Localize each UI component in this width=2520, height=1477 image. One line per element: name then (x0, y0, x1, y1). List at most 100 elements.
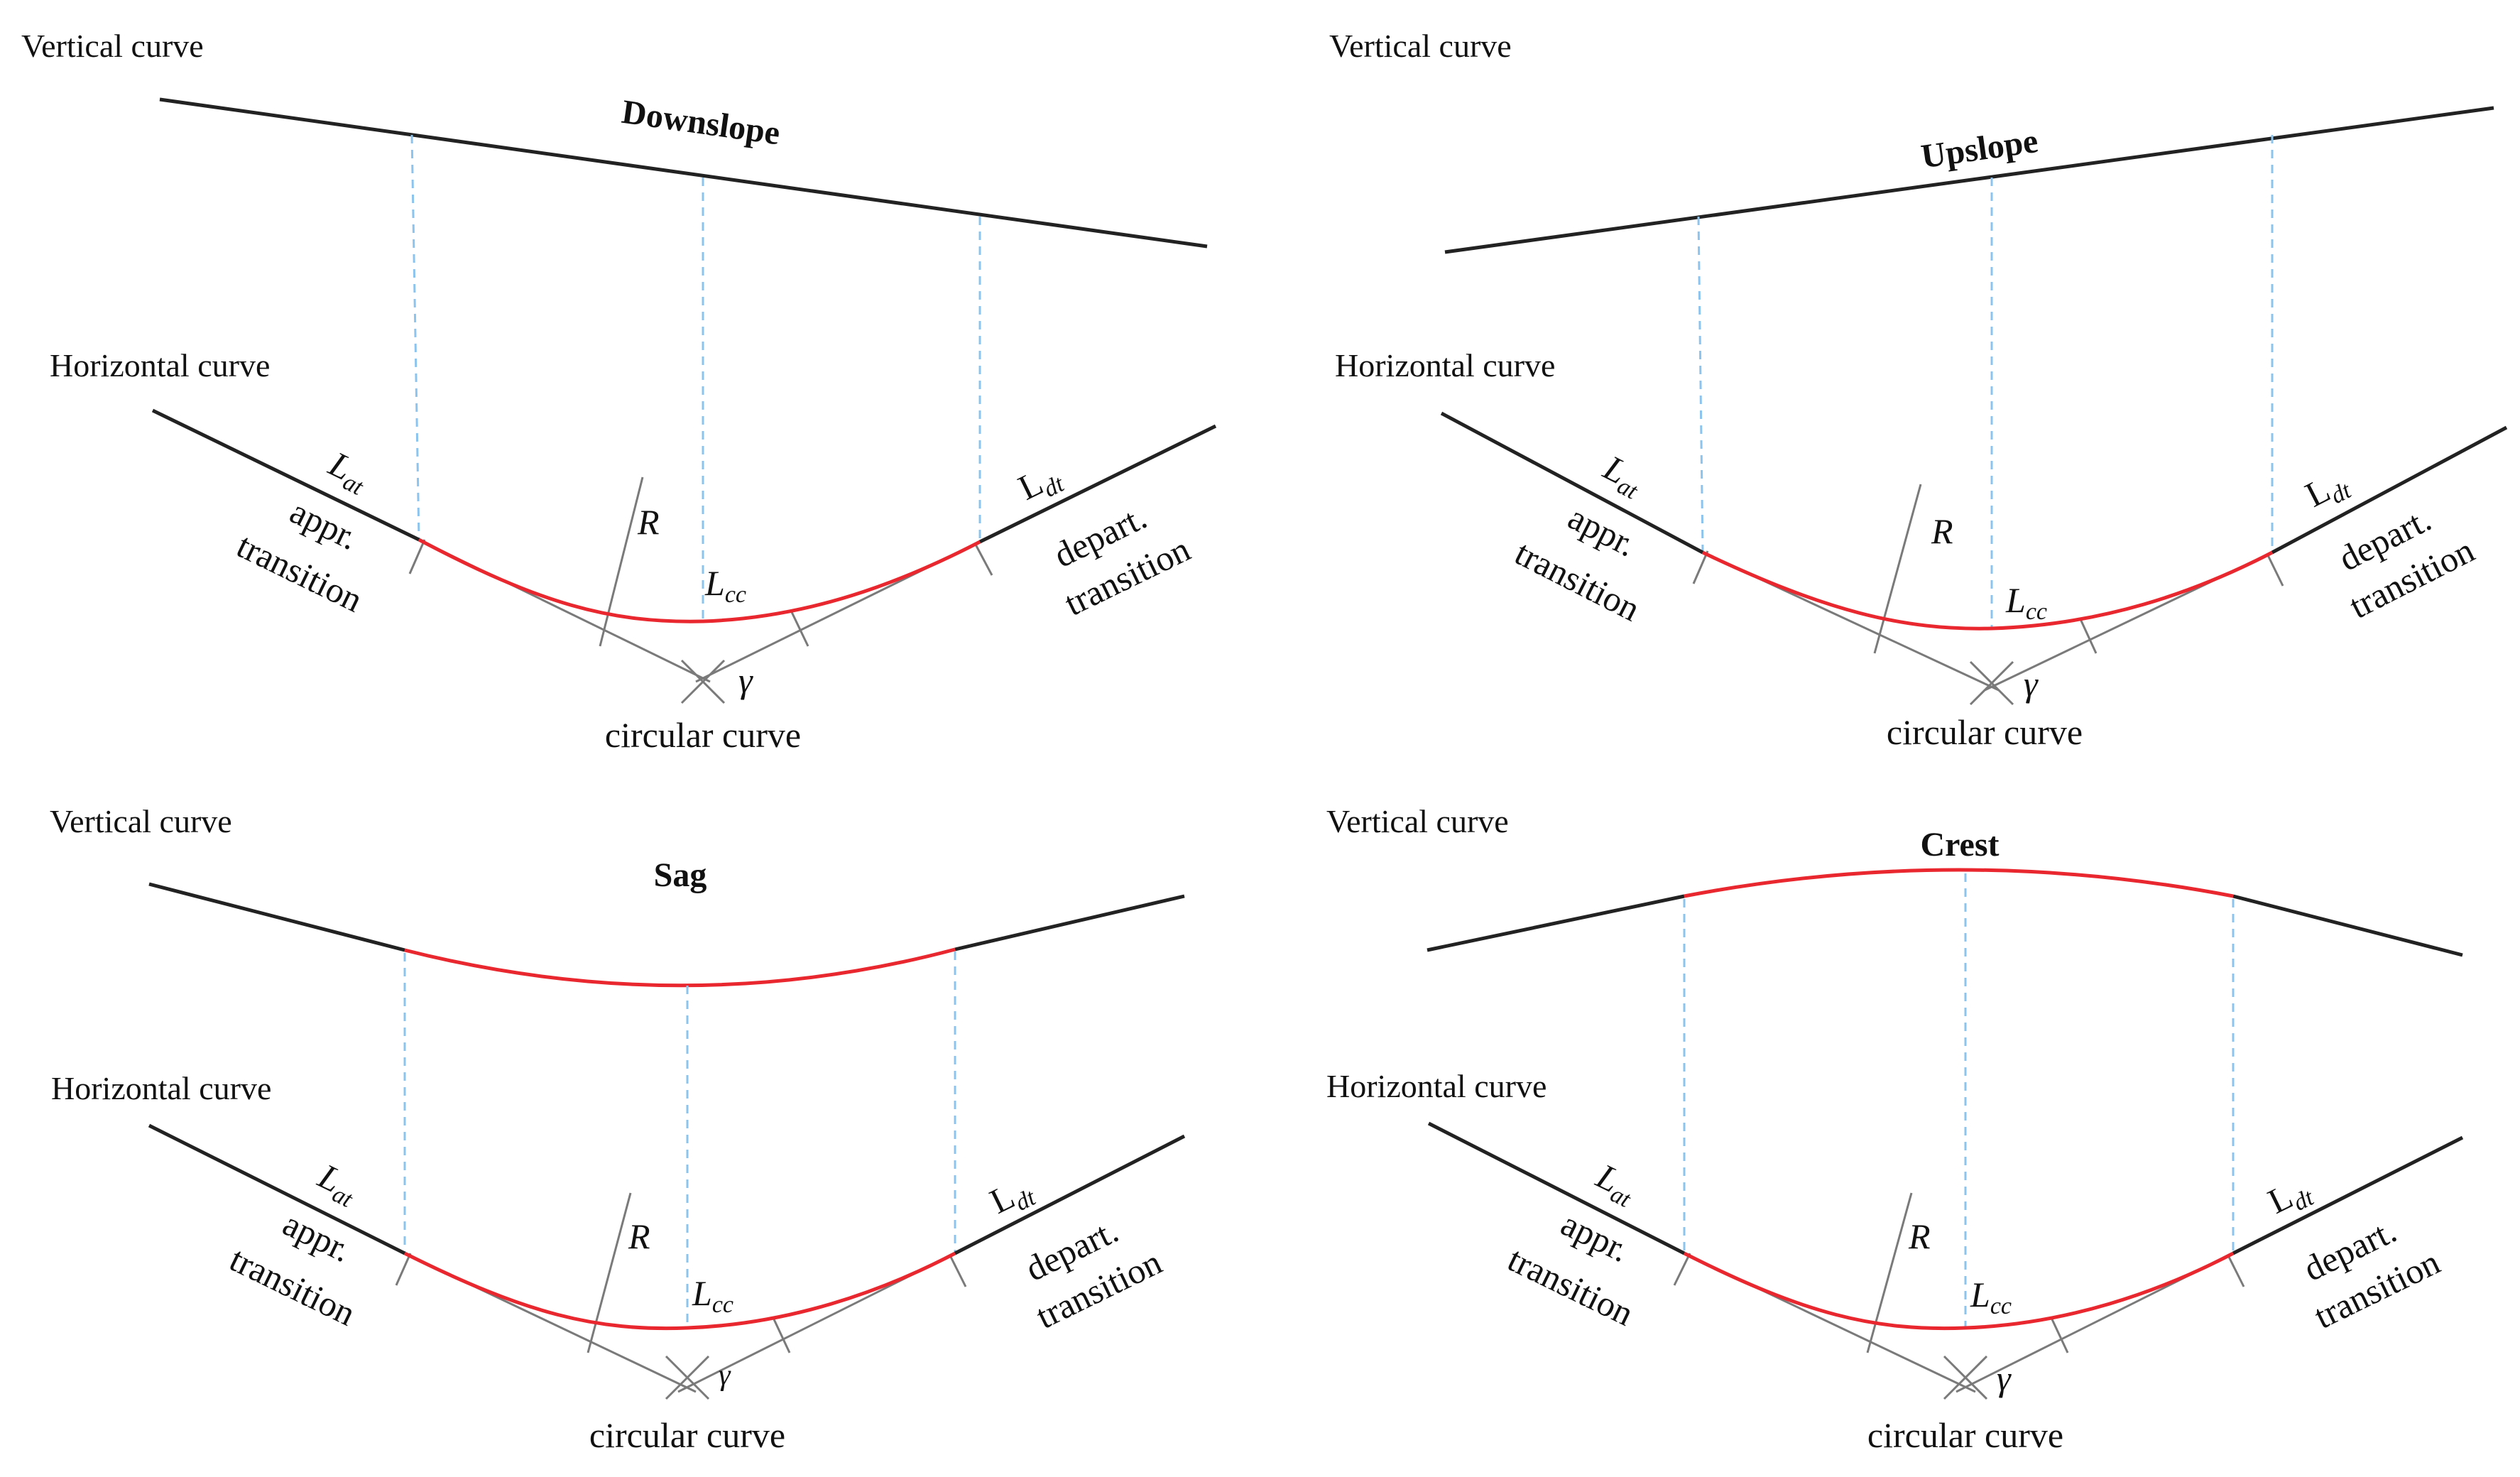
tick-cc (2079, 618, 2098, 654)
appr-line1: appr. (277, 1204, 357, 1270)
guide-lines (403, 952, 956, 1328)
departure-tangent (2232, 1135, 2464, 1255)
radius-line (587, 1192, 632, 1353)
tangent-extensions (1692, 484, 2284, 706)
upslope-profile-line (1444, 106, 2494, 254)
profile-title: Downslope (620, 93, 782, 153)
label-r: R (1908, 1216, 1931, 1256)
lcc-base: L (704, 563, 725, 603)
circular-curve-label: circular curve (1867, 1415, 2063, 1455)
crest-left-grade (1427, 894, 1685, 952)
label-gamma: γ (2024, 664, 2039, 704)
label-lcc: Lcc (2005, 580, 2047, 625)
tick-cc (2051, 1319, 2069, 1353)
sag-vertical-curve-red (404, 947, 956, 988)
label-gamma: γ (738, 660, 753, 700)
label-lcc: Lcc (692, 1273, 733, 1318)
horizontal-curve-red (1701, 550, 2274, 631)
approach-tangent (148, 1123, 406, 1255)
pi-cross-b (665, 1355, 710, 1400)
pi-cross-b (1943, 1355, 1988, 1400)
circular-curve-label: circular curve (605, 715, 801, 755)
tick-end (2266, 553, 2284, 587)
profile-title: Crest (1920, 826, 1999, 863)
panel-crest: Vertical curve Crest Horizontal curve La… (1326, 803, 2464, 1455)
panel-downslope: Vertical curve Downslope Horizontal curv… (21, 28, 1217, 755)
horizontal-curve-red (403, 1251, 956, 1331)
tick-start (1673, 1253, 1691, 1286)
pi-cross-b (1969, 660, 2014, 706)
guide-lines (1697, 135, 2274, 628)
appr-line1: appr. (1562, 497, 1642, 565)
lcc-base: L (692, 1273, 712, 1313)
vertical-curve-label: Vertical curve (1329, 28, 1512, 64)
label-r: R (628, 1216, 650, 1256)
label-r: R (1931, 511, 1953, 551)
label-lat: Lat (1595, 447, 1651, 505)
crest-vertical-curve-red (1684, 868, 2234, 898)
label-r: R (637, 502, 660, 542)
horizontal-curve-label: Horizontal curve (50, 347, 270, 383)
guide-lines (1683, 873, 2235, 1328)
tick-end (973, 543, 993, 576)
label-gamma: γ (719, 1359, 731, 1392)
guide-line-start (1697, 216, 1704, 553)
horizontal-curve-label: Horizontal curve (51, 1070, 271, 1106)
vertical-curve-label: Vertical curve (1326, 803, 1509, 839)
pi-cross-b (680, 659, 726, 704)
lcc-sub: cc (1990, 1293, 2012, 1319)
profile-title: Upslope (1919, 122, 2040, 175)
radius-line (1866, 1192, 1913, 1353)
circular-curve-label: circular curve (1887, 712, 2083, 752)
label-gamma: γ (1997, 1358, 2012, 1398)
vertical-curve-label: Vertical curve (50, 803, 232, 839)
label-lcc: Lcc (1970, 1275, 2012, 1319)
crest-right-grade (2232, 894, 2463, 957)
label-lat: Lat (320, 443, 376, 501)
departure-tangent (2271, 425, 2508, 555)
label-ldt: Ldt (983, 1167, 1040, 1226)
tangent-extensions (395, 1192, 967, 1400)
tick-cc (773, 1319, 791, 1353)
radius-line (599, 476, 644, 647)
horizontal-curve-red (418, 538, 981, 623)
guide-line-start (410, 134, 420, 540)
profile-title: Sag (654, 856, 707, 894)
approach-tangent (1427, 1121, 1686, 1255)
label-ldt: Ldt (2262, 1167, 2318, 1226)
lcc-sub: cc (725, 582, 746, 608)
panel-upslope: Vertical curve Upslope Horizontal curve … (1329, 28, 2508, 752)
label-lcc: Lcc (704, 563, 746, 608)
lcc-base: L (1970, 1275, 1990, 1314)
horizontal-curve-red (1683, 1251, 2235, 1331)
approach-tangent (1440, 411, 1704, 555)
tick-end (949, 1255, 967, 1287)
appr-line1: appr. (1555, 1204, 1635, 1270)
lcc-sub: cc (2026, 599, 2047, 625)
tick-start (408, 539, 426, 574)
downslope-profile-line (159, 97, 1208, 249)
circular-curve-label: circular curve (589, 1415, 785, 1455)
guide-lines (410, 134, 981, 621)
label-lat: Lat (1588, 1155, 1644, 1214)
departure-tangent (978, 424, 1217, 544)
approach-tangent (151, 408, 420, 542)
horizontal-curve-label: Horizontal curve (1335, 347, 1555, 383)
tick-cc (790, 611, 809, 647)
tick-start (1692, 550, 1709, 584)
sag-left-grade (148, 882, 405, 952)
sag-right-grade (954, 894, 1185, 952)
lcc-sub: cc (712, 1292, 733, 1318)
tangent-extensions (1673, 1192, 2245, 1400)
horizontal-curve-label: Horizontal curve (1326, 1068, 1547, 1104)
radius-line (1873, 484, 1922, 654)
departure-tangent (954, 1134, 1186, 1255)
tick-end (2227, 1255, 2245, 1287)
tick-start (395, 1253, 412, 1286)
label-lat: Lat (310, 1155, 366, 1214)
lcc-base: L (2005, 580, 2026, 620)
vertical-curve-label: Vertical curve (21, 28, 204, 64)
appr-line1: appr. (284, 491, 364, 558)
panel-sag: Vertical curve Sag Horizontal curve Lat … (50, 803, 1186, 1455)
